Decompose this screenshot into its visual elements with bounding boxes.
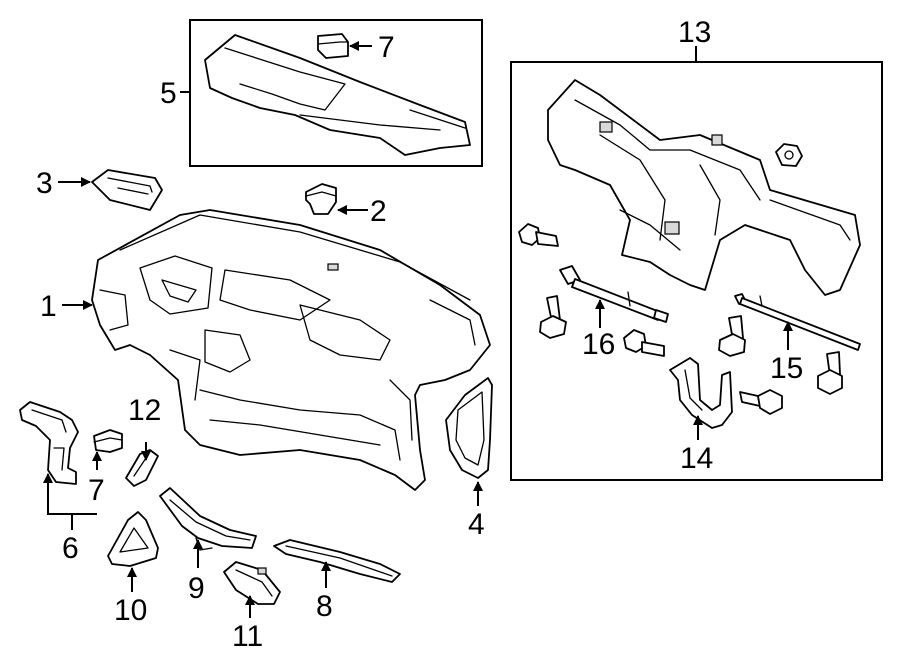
part-13-bolt-d xyxy=(718,315,746,357)
part-8-garnish-strip xyxy=(273,539,401,583)
callout-5: 5 xyxy=(160,77,177,110)
part-13-bolt-e xyxy=(739,389,783,415)
part-7-clip-upper xyxy=(317,33,349,59)
part-13-bolt-a xyxy=(518,223,559,247)
part-13-bolt-f xyxy=(817,351,843,395)
callout-1: 1 xyxy=(40,290,57,323)
callout-7-upper: 7 xyxy=(378,31,395,64)
callout-4: 4 xyxy=(468,508,485,541)
callout-14: 14 xyxy=(680,442,713,475)
callout-9: 9 xyxy=(188,572,205,605)
part-7-clip-lower xyxy=(93,429,123,453)
callout-6: 6 xyxy=(62,532,79,565)
part-16-brace-rod xyxy=(559,265,669,323)
callout-15: 15 xyxy=(770,352,803,385)
part-15-brace-rod xyxy=(734,293,861,351)
part-13-steering-hanger-beam xyxy=(547,79,861,296)
callout-11: 11 xyxy=(232,620,263,653)
callout-7-lower: 7 xyxy=(88,474,105,507)
callout-2: 2 xyxy=(370,195,387,228)
callout-3: 3 xyxy=(36,167,53,200)
part-3-side-vent xyxy=(91,169,163,211)
part-5-defroster-duct xyxy=(204,34,471,156)
part-13-bolt-b xyxy=(539,295,567,339)
callout-16: 16 xyxy=(582,328,615,361)
callout-13: 13 xyxy=(678,16,711,49)
part-13-nut xyxy=(775,143,803,167)
part-9-garnish xyxy=(159,487,257,551)
part-4-side-cover xyxy=(445,377,493,479)
part-10-corner-cover xyxy=(107,511,159,567)
part-6-bracket xyxy=(19,401,79,485)
part-13-bolt-c xyxy=(623,329,665,357)
callout-8: 8 xyxy=(316,590,333,623)
part-14-bracket xyxy=(669,357,733,429)
callout-6-bracket xyxy=(47,474,97,515)
callout-12: 12 xyxy=(128,394,161,427)
part-12-trim-piece xyxy=(125,449,159,487)
part-1-instrument-panel xyxy=(91,209,491,491)
callout-10: 10 xyxy=(114,594,147,627)
part-11-cover xyxy=(223,561,281,605)
part-2-clip xyxy=(305,183,337,215)
